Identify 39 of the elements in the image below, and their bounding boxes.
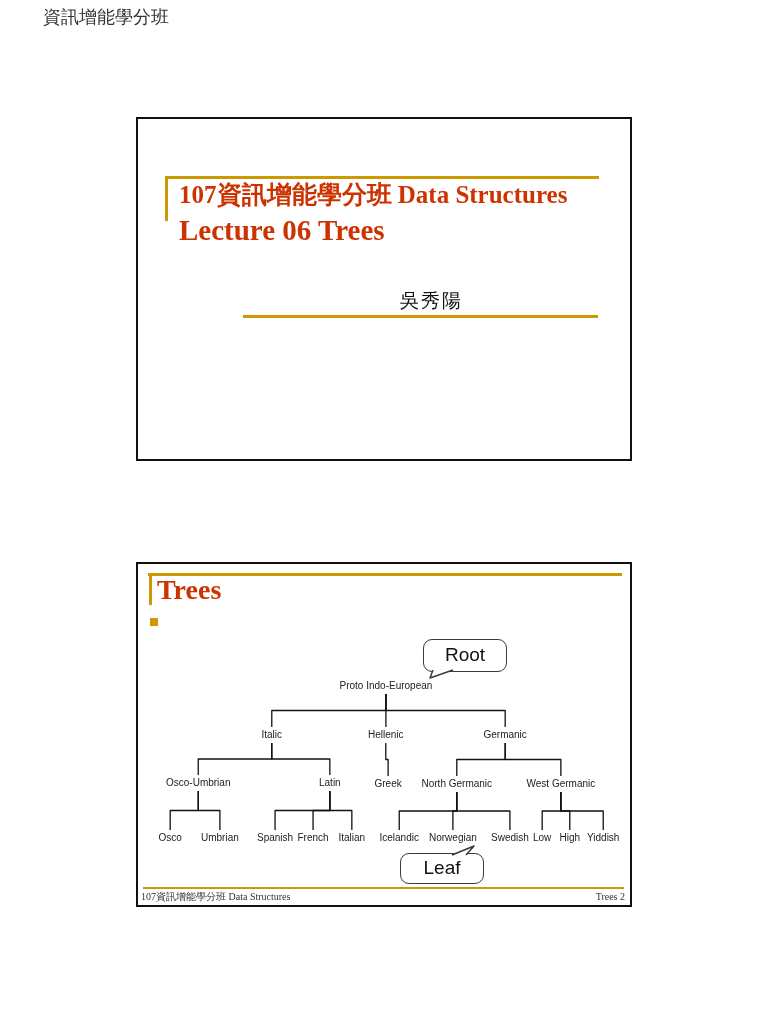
- node-label: Icelandic: [378, 830, 420, 846]
- callout-pointer: [451, 845, 475, 856]
- tree-connector: [385, 693, 506, 728]
- node-label: Proto Indo-European: [338, 678, 434, 694]
- node-label: Osco: [157, 830, 183, 846]
- node-label: Spanish: [256, 830, 295, 846]
- node-label: Umbrian: [200, 830, 240, 846]
- node-label: North Germanic: [420, 776, 494, 792]
- node-label: French: [296, 830, 330, 846]
- callout-pointer: [429, 669, 454, 679]
- node-label: Greek: [373, 776, 403, 792]
- node-label: High: [558, 830, 582, 846]
- slide-frame: [136, 562, 632, 907]
- slide-title: Trees: [157, 574, 222, 607]
- node-label: Osco-Umbrian: [165, 775, 232, 791]
- tree-connector: [560, 791, 604, 831]
- node-label: Hellenic: [367, 727, 405, 743]
- slide-footer-text: 107資訊增能學分班 Data Structures: [141, 891, 291, 903]
- author-name: 吳秀陽: [400, 289, 463, 312]
- slide-frame: [136, 117, 632, 461]
- tree-connector: [329, 790, 353, 831]
- page-header: 資訊增能學分班: [43, 6, 169, 28]
- node-label: Germanic: [482, 727, 528, 743]
- node-label: Swedish: [490, 830, 530, 846]
- slide-title: Lecture 06 Trees: [179, 214, 385, 248]
- node-label: Latin: [318, 775, 342, 791]
- node-label: Low: [532, 830, 553, 846]
- tree-connector: [271, 742, 331, 776]
- node-label: Italian: [337, 830, 367, 846]
- node-label: Yiddish: [586, 830, 621, 846]
- node-label: Italic: [260, 727, 284, 743]
- node-label: West Germanic: [525, 776, 597, 792]
- tree-connector: [504, 742, 562, 777]
- tree-connector: [456, 791, 511, 831]
- slide-number: Trees 2: [595, 891, 625, 903]
- tree-connector: [197, 790, 221, 831]
- node-label: Norwegian: [428, 830, 478, 846]
- slide-title: 107資訊增能學分班 Data Structures: [179, 181, 568, 210]
- tree-connector: [385, 742, 389, 777]
